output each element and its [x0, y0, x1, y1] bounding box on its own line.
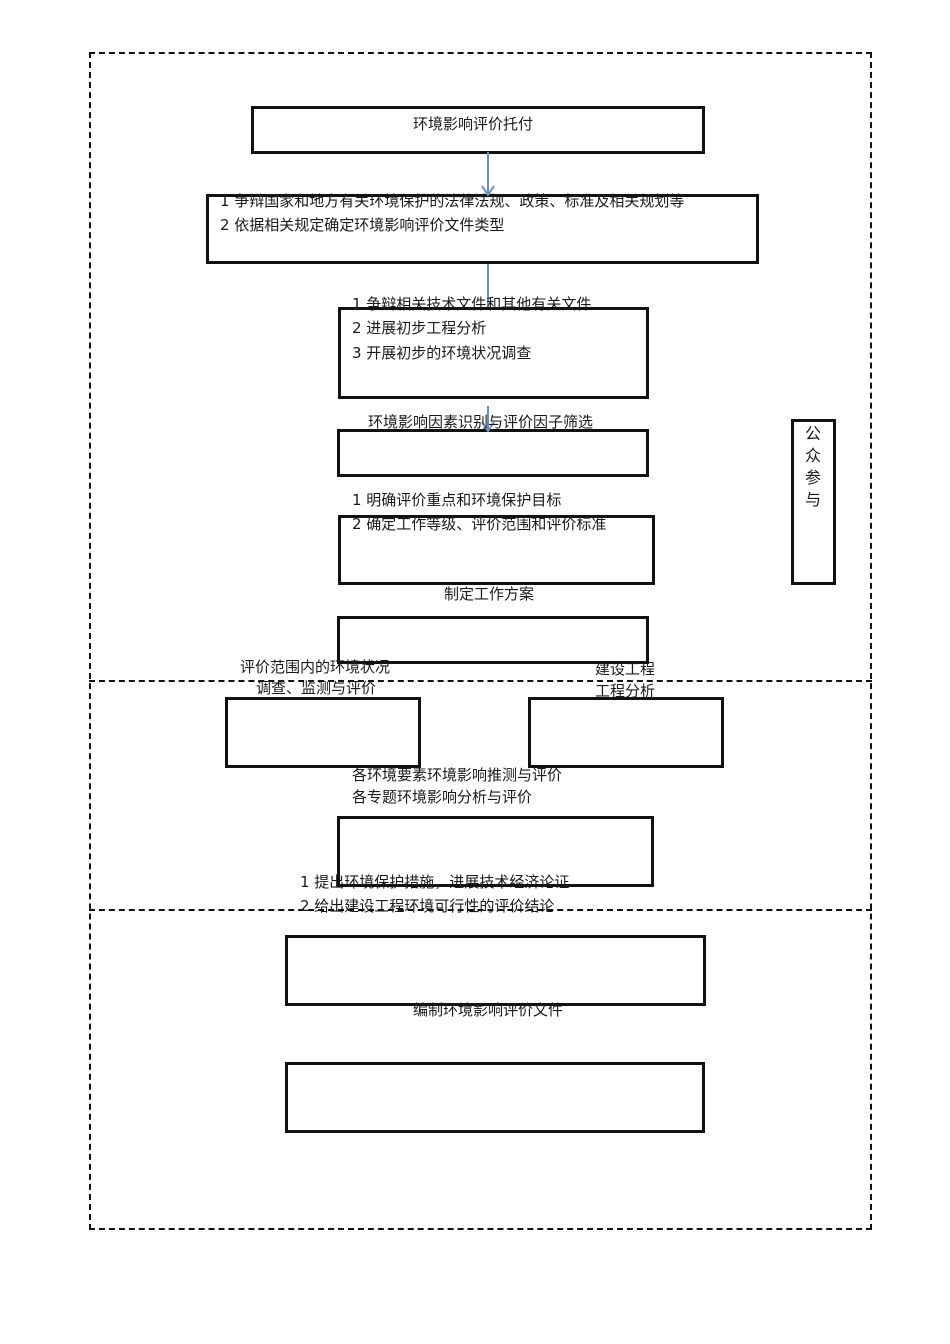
step9-line2: 2 给出建设工程环境可行性的评价结论: [300, 897, 555, 915]
step2-line1: 1 争辩国家和地方有关环境保护的法律法规、政策、标准及相关规划等: [220, 192, 685, 210]
stage-divider-1: [89, 680, 872, 682]
box-step9: [285, 935, 706, 1006]
step5-line2: 2 确定工作等级、评价范围和评价标准: [352, 515, 607, 533]
step4-label: 环境影响因素识别与评价因子筛选: [368, 413, 594, 431]
stage-divider-2: [89, 909, 872, 911]
step8-line1: 各环境要素环境影响推测与评价: [352, 766, 563, 784]
right-branch-line1: 建设工程: [595, 660, 656, 678]
box-step2: [206, 194, 759, 264]
step3-line2: 2 进展初步工程分析: [352, 319, 487, 337]
step5-line1: 1 明确评价重点和环境保护目标: [352, 491, 562, 509]
box-step4: [337, 429, 649, 477]
box-step1: [251, 106, 705, 154]
right-branch-line2: 工程分析: [595, 682, 656, 700]
box-step5: [338, 515, 655, 585]
arrow-1-icon: [481, 152, 495, 197]
step10-label: 编制环境影响评价文件: [413, 1001, 564, 1019]
public-char-3: 参: [804, 468, 821, 487]
left-branch-line1: 评价范围内的环境状况: [240, 658, 391, 676]
left-branch-line2: 调查、监测与评价: [256, 679, 377, 697]
box-step10: [285, 1062, 705, 1133]
step6-label: 制定工作方案: [444, 585, 535, 603]
step3-line1: 1 争辩相关技术文件和其他有关文件: [352, 295, 592, 313]
box-public-participation: [791, 419, 836, 585]
public-participation-label: 公 众 参 与: [793, 423, 833, 511]
step1-label: 环境影响评价托付: [413, 115, 534, 133]
step3-line3: 3 开展初步的环境状况调查: [352, 344, 532, 362]
box-right-branch: [528, 697, 724, 768]
arrow-3-icon: [481, 406, 495, 432]
stage-frame-outer: [89, 52, 872, 1230]
box-step3: [338, 307, 649, 399]
box-step6: [337, 616, 649, 664]
box-step8: [337, 816, 654, 887]
public-char-1: 公: [804, 424, 821, 443]
step9-line1: 1 提出环境保护措施，进展技术经济论证: [300, 873, 570, 891]
public-char-2: 众: [804, 446, 821, 465]
arrow-2-icon: [487, 264, 489, 306]
step8-line2: 各专题环境影响分析与评价: [352, 788, 533, 806]
box-left-branch: [225, 697, 421, 768]
public-char-4: 与: [804, 490, 821, 509]
step2-line2: 2 依据相关规定确定环境影响评价文件类型: [220, 216, 505, 234]
